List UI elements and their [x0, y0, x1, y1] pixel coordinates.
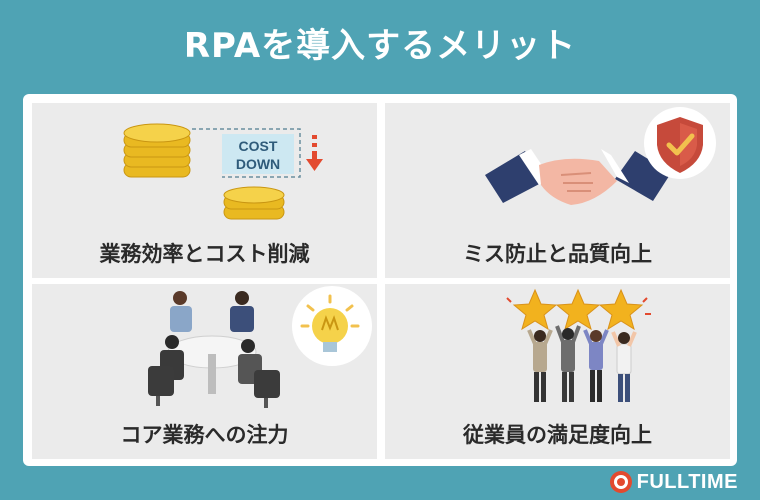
benefit-caption: コア業務への注力	[120, 423, 289, 447]
benefit-card-satisfaction: 従業員の満足度向上	[385, 284, 730, 459]
benefits-board: COST DOWN 業務効率とコスト削減	[23, 94, 737, 466]
arrow-down-icon	[306, 135, 323, 171]
badge-line-2: DOWN	[236, 156, 280, 172]
fulltime-logo-icon	[609, 471, 632, 493]
logo-text: FULLTIME	[636, 470, 738, 493]
benefit-card-cost: COST DOWN 業務効率とコスト削減	[32, 103, 377, 278]
benefit-caption: 従業員の満足度向上	[463, 423, 652, 447]
handshake-shield-icon	[485, 107, 716, 205]
coins-cost-down-icon: COST DOWN	[123, 123, 323, 220]
benefit-caption: ミス防止と品質向上	[463, 242, 652, 266]
benefit-card-core-work: コア業務への注力	[32, 284, 377, 459]
brand-logo: FULLTIME	[609, 470, 738, 494]
benefit-card-quality: ミス防止と品質向上	[385, 103, 730, 278]
cheering-employees-stars-icon	[506, 288, 651, 402]
benefit-caption: 業務効率とコスト削減	[99, 242, 310, 266]
meeting-lightbulb-icon	[148, 286, 372, 408]
badge-line-1: COST	[239, 138, 278, 154]
page-title: RPAを導入するメリット	[183, 26, 577, 66]
